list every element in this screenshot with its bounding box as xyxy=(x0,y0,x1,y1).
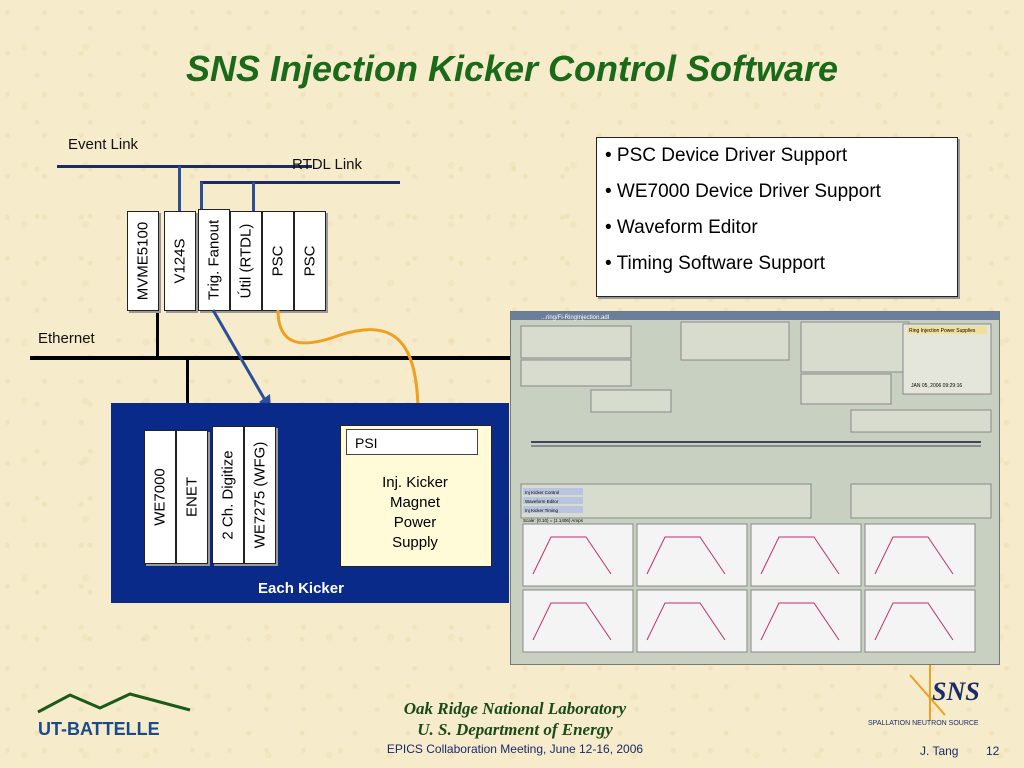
crate-card-mvme5100: MVME5100 xyxy=(127,211,159,311)
feature-item: • WE7000 Device Driver Support xyxy=(605,181,881,202)
screen-button-1: Inj Kicker Control xyxy=(525,490,559,495)
rtdl-link-line xyxy=(200,181,400,184)
screen-scale: Scale: (0.10) = (1.1406) Amps xyxy=(523,518,584,523)
event-link-line xyxy=(57,165,312,168)
control-screen-drawing: ...ring/Fi-RingInjection.adl Ring Inject… xyxy=(511,312,999,653)
kicker-card-we7275: WE7275 (WFG) xyxy=(244,426,276,564)
ethernet-label: Ethernet xyxy=(38,330,95,347)
kicker-ethernet-drop xyxy=(186,356,189,436)
feature-item: • PSC Device Driver Support xyxy=(605,145,848,166)
screen-date: JAN 05, 2006 09:29:16 xyxy=(911,383,962,389)
rtdl-link-label: RTDL Link xyxy=(292,156,363,173)
event-link-drop xyxy=(178,166,181,212)
rtdl-link-drop-2 xyxy=(252,182,255,212)
crate-card-v124s: V124S xyxy=(164,211,196,311)
organization-name: Oak Ridge National Laboratory U. S. Depa… xyxy=(403,699,627,739)
each-kicker-label: Each Kicker xyxy=(258,580,344,597)
screen-button-2: Waveform Editor xyxy=(525,499,559,504)
author: J. Tang xyxy=(920,744,959,758)
ut-battelle-logo: UT-BATTELLE xyxy=(30,690,200,745)
screen-window-title: ...ring/Fi-RingInjection.adl xyxy=(541,315,609,321)
sns-logo-main: SNS xyxy=(932,677,980,706)
screen-button-3: Inj Kicker Timing xyxy=(525,508,559,513)
crate-ethernet-drop xyxy=(156,310,159,358)
feature-item: • Timing Software Support xyxy=(605,253,825,274)
event-link-label: Event Link xyxy=(68,136,139,153)
kicker-card-we7000: WE7000 xyxy=(144,430,176,564)
ut-battelle-text: UT-BATTELLE xyxy=(38,719,160,739)
psi-label: PSI xyxy=(346,429,478,455)
screen-panel-title: Ring Injection Power Supplies xyxy=(909,328,976,334)
crate-card-trig-fanout: Trig. Fanout xyxy=(198,209,230,311)
sns-logo-sub: SPALLATION NEUTRON SOURCE xyxy=(868,720,979,727)
sns-logo: SNS SPALLATION NEUTRON SOURCE xyxy=(860,665,1000,740)
feature-list: • PSC Device Driver Support • WE7000 Dev… xyxy=(596,137,958,297)
page-number: 12 xyxy=(986,744,1000,758)
crate-card-psc-2: PSC xyxy=(294,211,326,311)
waveform-plots xyxy=(522,523,976,653)
meeting-name: EPICS Collaboration Meeting, June 12-16,… xyxy=(386,742,644,756)
control-screen-image: ...ring/Fi-RingInjection.adl Ring Inject… xyxy=(510,311,1000,665)
crate-card-util-rtdl: Útil (RTDL) xyxy=(230,211,262,311)
slide-title: SNS Injection Kicker Control Software xyxy=(185,48,839,89)
kicker-card-digitize: 2 Ch. Digitize xyxy=(212,426,244,564)
kicker-card-enet: ENET xyxy=(176,430,208,564)
rtdl-link-drop xyxy=(200,182,203,212)
crate-card-psc-1: PSC xyxy=(262,211,294,311)
feature-item: • Waveform Editor xyxy=(605,217,758,238)
power-supply-label: Inj. Kicker Magnet Power Supply xyxy=(382,474,448,551)
ethernet-line xyxy=(30,356,510,360)
